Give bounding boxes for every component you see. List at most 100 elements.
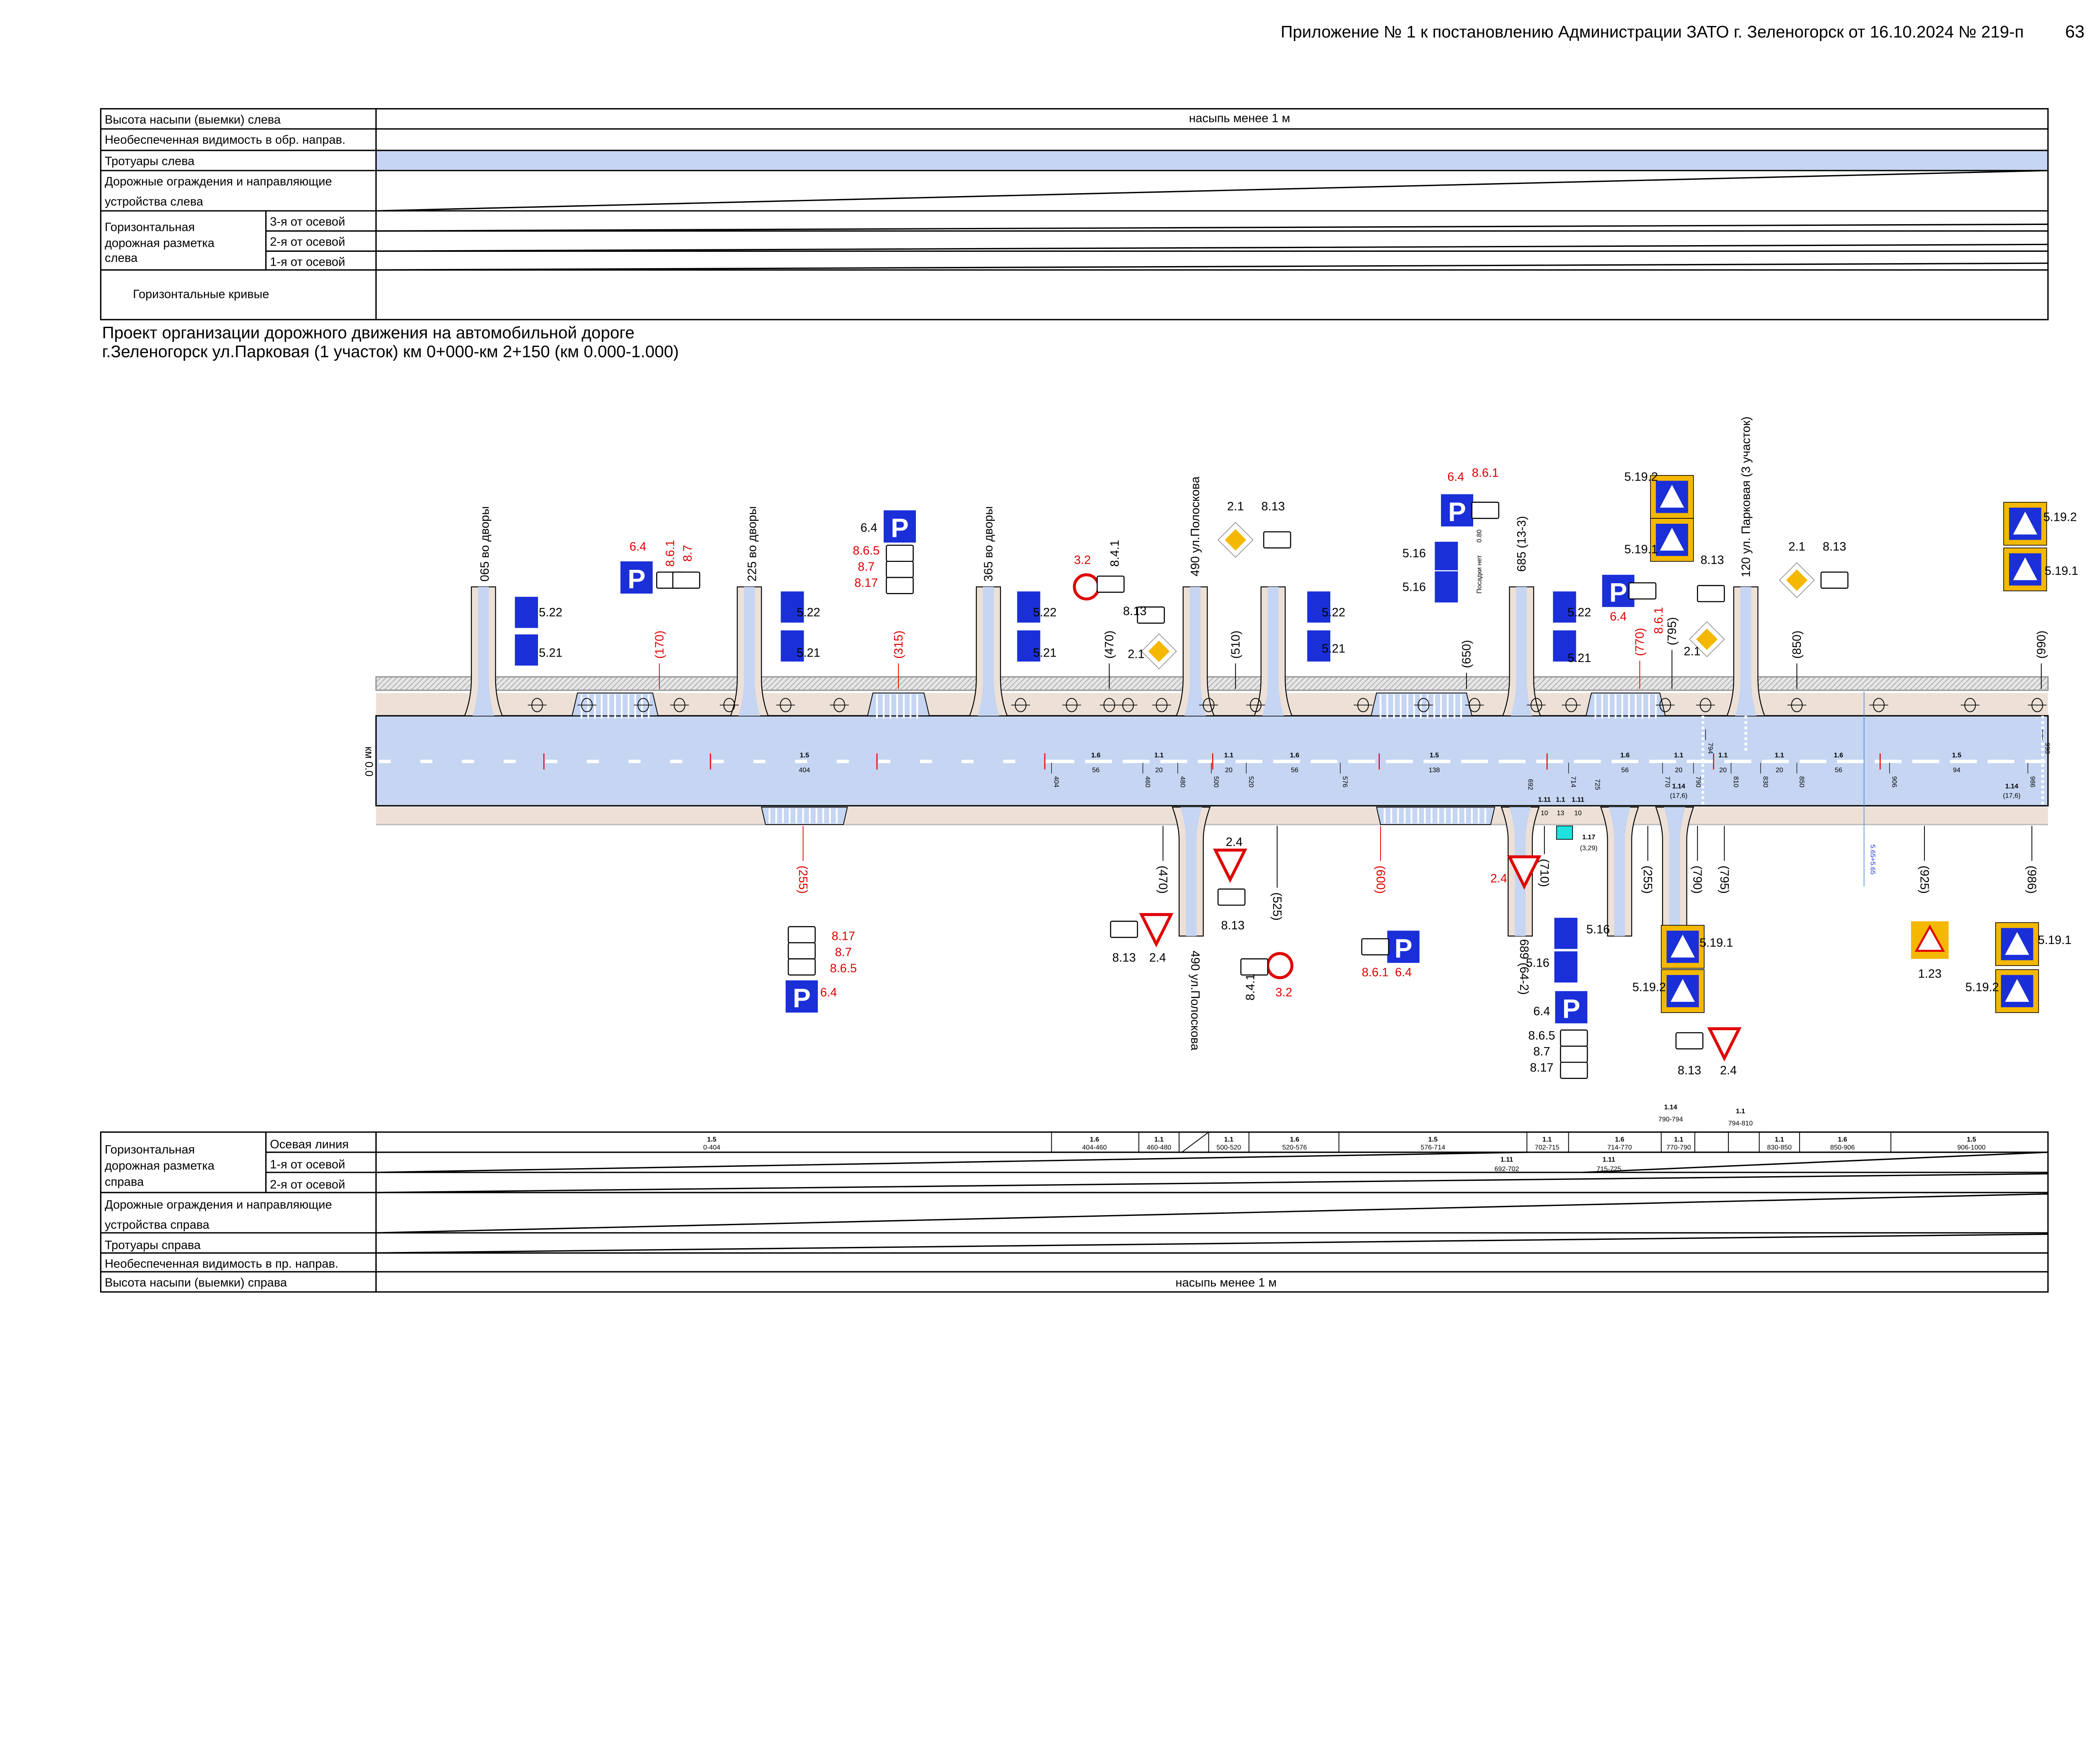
road-sign-5-21: 5.21 — [1306, 629, 1345, 663]
parking-sign-icon — [785, 980, 818, 1013]
marking-length: 94 — [1953, 766, 1961, 774]
lamp-post-icon — [1152, 698, 1171, 712]
lamp-post-icon — [1527, 698, 1546, 712]
side-road-carriageway — [1262, 587, 1284, 716]
road-sign-5-22: 5.22 — [779, 590, 820, 624]
sign-code-label: 5.19.2 — [1624, 470, 1658, 484]
road-sign-5-19-1: 5.19.1 — [1995, 922, 2072, 966]
offset-label: (315) — [892, 631, 905, 659]
road-sign-5-19-1: 5.19.1 — [1624, 518, 1694, 562]
sign-code-label: 5.19.2 — [1966, 980, 1999, 994]
station-label: 790 — [1694, 776, 1702, 788]
sign-code-label: 5.19.2 — [1632, 980, 1666, 994]
side-road-top — [1253, 586, 1293, 716]
marking-length: 20 — [1225, 766, 1233, 774]
station-label: 770 — [1663, 776, 1671, 788]
crosswalk — [1371, 692, 1473, 719]
blue-info-sign-icon — [1016, 590, 1042, 624]
pedestrian-triangle-icon — [2005, 932, 2029, 955]
pedestrian-triangle-icon — [1660, 485, 1684, 508]
marking-length: 138 — [1429, 766, 1440, 774]
centerline-above-code: 1.1 — [1736, 1107, 1745, 1115]
row-label-sidewalks-left: Тротуары слева — [105, 155, 195, 168]
first-line-range: 692-702 — [1495, 1165, 1519, 1173]
parking-letter-icon: P — [1609, 577, 1627, 608]
no-entry-circle-sign-icon — [1266, 952, 1293, 979]
row-label-barriers-left-2: устройства слева — [105, 195, 204, 208]
road-sign-5-22: 5.22 — [514, 595, 562, 629]
centerline-code: 1.1 — [1154, 1135, 1164, 1143]
side-road-bottom — [1600, 807, 1639, 937]
marking-code: 1.1 — [1674, 752, 1683, 759]
centerline-code: 1.5 — [1967, 1135, 1976, 1143]
road-sign-8-6-1: 8.6.1 — [1628, 582, 1666, 634]
sign-code-label: 5.21 — [1033, 646, 1057, 660]
side-road-carriageway — [1664, 807, 1686, 936]
plate-text: 0.80 — [1475, 530, 1483, 543]
side-road-bottom — [1655, 807, 1694, 937]
lamp-post-icon — [1353, 698, 1373, 712]
sign-code-label: 2.1 — [1128, 648, 1144, 661]
centerline-range: 460-480 — [1147, 1144, 1172, 1151]
blue-info-sign-icon — [1553, 916, 1579, 950]
blue-info-sign-icon — [1306, 590, 1332, 624]
lamp-post-icon — [1562, 698, 1581, 712]
lamp-post-icon — [2028, 698, 2047, 712]
blue-info-sign-icon — [1433, 541, 1459, 574]
sign-code-label: 5.21 — [1322, 642, 1345, 656]
marking-code: 1.5 — [800, 752, 809, 759]
marking-code: 1.1 — [1224, 752, 1234, 759]
sub-label-2nd: 2-я от осевой — [270, 235, 345, 249]
road-plan: 5.65+5.651.54041.6561.1201.1201.6561.513… — [375, 416, 2078, 1079]
header-text: Приложение № 1 к постановлению Администр… — [1280, 23, 2024, 41]
lamp-post-icon — [670, 698, 689, 712]
road-sign-8-13: 8.13 — [1697, 554, 1725, 603]
station-label: 990 — [2043, 742, 2051, 754]
info-plate-icon — [1628, 582, 1657, 600]
crosswalk-area — [1585, 692, 1666, 716]
centerline-above-code: 1.14 — [1664, 1103, 1677, 1111]
road-sign-6-4: P6.4 — [620, 540, 653, 594]
blue-info-sign-icon — [1552, 629, 1578, 663]
side-road-label: 225 во дворы — [745, 506, 759, 582]
sign-code-label: 5.22 — [539, 606, 562, 619]
marking-length: 404 — [799, 766, 810, 774]
bottom-table: 1.50-4041.6404-4601.1460-4801.1500-5201.… — [100, 1103, 2049, 1293]
bus-stop-marking-code: 1.11 — [1538, 796, 1551, 803]
bus-stop-marking-length: 13 — [1557, 810, 1564, 817]
main-road-diamond-icon — [1786, 569, 1808, 591]
lamp-post-icon — [1655, 698, 1675, 712]
sub-label-1st-right: 1-я от осевой — [270, 1158, 345, 1171]
sign-code-label: 5.21 — [1567, 652, 1591, 665]
sign-code-label: 8.6.1 — [1652, 607, 1666, 634]
info-plate-icon — [1820, 572, 1849, 589]
centerline-above-range: 794-810 — [1728, 1120, 1753, 1127]
sign-code-label: 8.6.1 — [1472, 466, 1499, 480]
centerline-code: 1.1 — [1674, 1135, 1683, 1143]
side-road-top — [969, 586, 1008, 716]
give-way-sign-icon — [1213, 848, 1247, 883]
offset-label: (925) — [1917, 866, 1931, 894]
blue-info-sign-icon — [1433, 570, 1459, 604]
row-label-marking-right-2: дорожная разметка — [105, 1159, 215, 1173]
road-sign-8-13: 8.13 — [1675, 1032, 1704, 1077]
sign-code-label: 8.17 — [832, 930, 855, 943]
road-sign-6-4: P6.4 — [1387, 931, 1420, 979]
side-road-bottom — [1172, 807, 1211, 937]
sign-code-label: 5.16 — [1526, 957, 1549, 970]
pedestrian-triangle-icon — [1660, 528, 1684, 551]
info-plate-icon — [886, 561, 914, 578]
lamp-post-icon — [1246, 698, 1265, 712]
sign-code-label: 6.4 — [861, 521, 877, 535]
road-sign-6-4: P6.4 — [1533, 991, 1588, 1024]
road-sign-6-4: P6.4 — [1602, 574, 1635, 623]
side-road-label: 490 ул.Полоскова — [1189, 476, 1202, 576]
lamp-post-icon — [1696, 698, 1715, 712]
right-verge — [376, 807, 2048, 825]
sign-code-label: 2.4 — [1149, 951, 1166, 965]
sign-code-label: 2.4 — [1720, 1064, 1737, 1077]
blue-info-sign-icon — [1553, 950, 1579, 984]
marking-code: 1.6 — [1834, 752, 1843, 759]
road-sign-5-21: 5.21 — [779, 629, 820, 663]
